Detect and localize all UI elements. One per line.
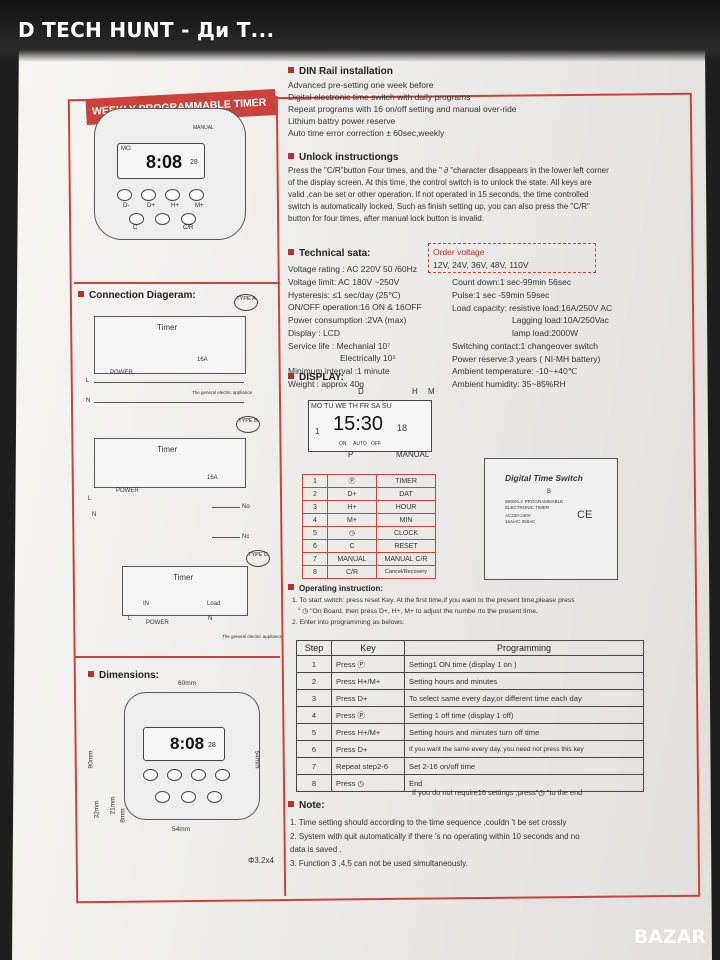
- device-lcd: MO 8:08 28: [117, 143, 205, 179]
- device-button: [165, 189, 180, 201]
- dimensions-heading: Dimensions:: [88, 670, 159, 681]
- device-button: [141, 189, 156, 201]
- order-voltage-box: Order voltage 12V, 24V, 36V, 48V, 110V: [428, 243, 596, 273]
- operating-text: 1. To start switch: press reset Key. At …: [292, 597, 575, 626]
- device-button: [189, 189, 204, 201]
- device-button: [155, 213, 170, 225]
- type-a-label: TYPE A: [234, 294, 258, 311]
- din-features: Advanced pre-setting one week before Dig…: [288, 80, 517, 139]
- connection-diagram-a: Timer 16A: [94, 316, 246, 374]
- tech-specs-right: Count down:1 sec-99min 56sec Pulse:1 sec…: [452, 277, 613, 389]
- timer-device-image: MANUAL MO 8:08 28 D- D+ H+ M+ C C/R: [94, 108, 246, 240]
- din-heading: DIN Rail installation: [288, 66, 393, 77]
- table-header: Step Key Programming: [296, 640, 644, 656]
- device-button: [117, 189, 132, 201]
- type-b-label: TYPE B: [236, 416, 260, 433]
- connection-heading: Connection Diageram:: [78, 290, 196, 301]
- tech-specs-left: Voltage rating : AC 220V 50 /60Hz Voltag…: [288, 264, 422, 389]
- type-c-label: TYPE C: [246, 550, 270, 567]
- tech-heading: Technical sata:: [288, 248, 371, 259]
- unlock-text: Press the "C/R"button Four times, and th…: [288, 166, 609, 223]
- app-title-bar: D TECH HUNT - Ди Т...: [0, 0, 720, 62]
- display-heading: DISPLAY:: [288, 372, 344, 383]
- watermark-logo: BAZAR: [633, 926, 706, 948]
- unlock-heading: Unlock instructiongs: [288, 152, 398, 163]
- device-button: [129, 213, 144, 225]
- device-button: [181, 213, 196, 225]
- instruction-sheet: WEEKLY PROGRAMMABLE TIMER MANUAL MO 8:08…: [12, 36, 712, 960]
- note-heading: Note:: [288, 800, 325, 811]
- programming-footer: If you do not require16 settings ,press"…: [412, 788, 583, 797]
- product-label-image: Digital Time Switch B WEEKLY PROGRAMMABL…: [484, 458, 618, 580]
- dimension-device-image: 8:08 28: [124, 692, 260, 820]
- page-title: D TECH HUNT - Ди Т...: [18, 18, 275, 42]
- display-diagram: MO TU WE TH FR SA SU 1 15:30 18 ON AUTO …: [308, 400, 432, 452]
- operating-heading: Operating instruction:: [288, 584, 383, 593]
- note-text: 1. Time setting should according to the …: [290, 818, 580, 868]
- connection-diagram-b: Timer 16A: [94, 438, 246, 488]
- table-row: 5◷CLOCK: [302, 526, 436, 540]
- connection-diagram-c: Timer IN Load: [122, 566, 248, 616]
